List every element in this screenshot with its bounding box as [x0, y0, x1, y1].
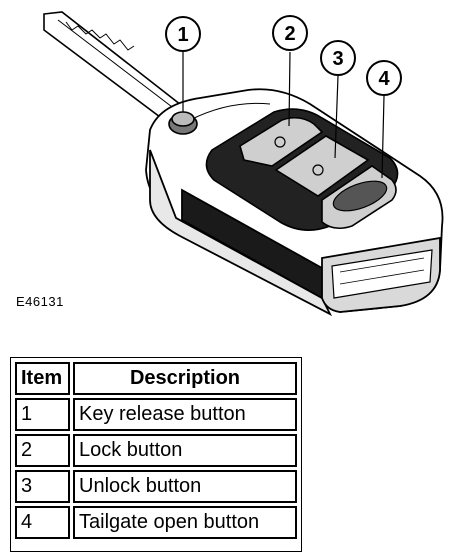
table-row: 3 Unlock button [15, 470, 297, 503]
legend-header-row: Item Description [15, 362, 297, 395]
unlock-button[interactable] [274, 135, 370, 197]
item-column-header: Item [15, 362, 70, 395]
key-fob-illustration: 1 2 3 4 [43, 11, 444, 317]
callout-3-number: 3 [332, 48, 343, 70]
item-description: Unlock button [73, 470, 297, 503]
item-description: Key release button [73, 398, 297, 431]
table-row: 1 Key release button [15, 398, 297, 431]
callout-3: 3 [320, 40, 356, 76]
callout-4-number: 4 [378, 68, 390, 90]
table-row: 2 Lock button [15, 434, 297, 467]
brand-badge-emblem [332, 180, 388, 212]
legend-table: Item Description 1 Key release button 2 … [12, 359, 300, 542]
callout-2: 2 [272, 15, 308, 51]
legend-table-frame: Item Description 1 Key release button 2 … [10, 357, 302, 552]
callout-leaders [182, 51, 385, 179]
callout-1: 1 [165, 16, 201, 52]
item-number: 2 [15, 434, 70, 467]
callout-1-number: 1 [177, 24, 188, 46]
lock-icon [274, 136, 286, 148]
item-number: 1 [15, 398, 70, 431]
button-panel [205, 108, 399, 231]
description-column-header: Description [73, 362, 297, 395]
table-row: 4 Tailgate open button [15, 506, 297, 539]
figure-id: E46131 [16, 294, 64, 309]
key-release-button[interactable] [168, 111, 198, 135]
unlock-icon [312, 164, 324, 176]
item-number: 4 [15, 506, 70, 539]
item-number: 3 [15, 470, 70, 503]
item-description: Tailgate open button [73, 506, 297, 539]
item-description: Lock button [73, 434, 297, 467]
callout-2-number: 2 [284, 23, 295, 45]
callout-4: 4 [366, 60, 402, 96]
lock-button[interactable] [239, 116, 324, 167]
